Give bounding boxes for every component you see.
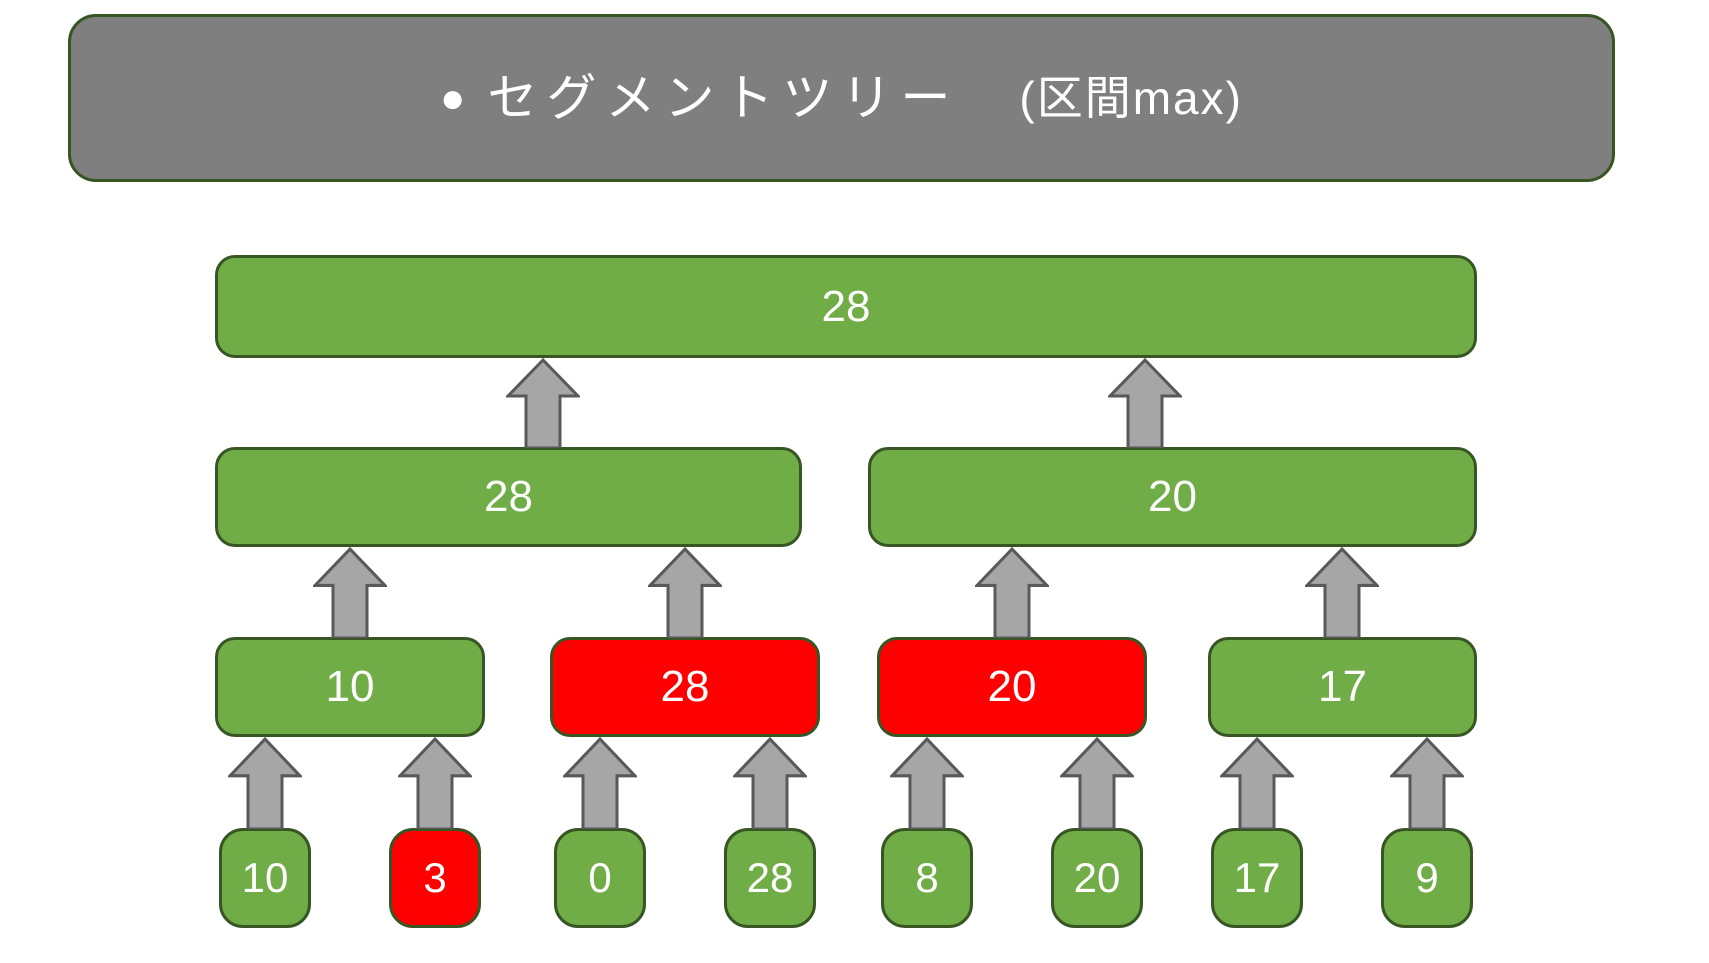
node-value: 0: [588, 854, 612, 901]
node-value: 28: [484, 472, 533, 521]
node-value: 8: [915, 854, 939, 901]
up-arrow-icon: [1108, 358, 1182, 448]
node-value: 9: [1415, 854, 1439, 901]
node-value: 28: [660, 662, 710, 711]
node-value: 17: [1318, 662, 1367, 711]
up-arrow-icon: [506, 358, 580, 448]
up-arrow-icon: [563, 737, 637, 829]
internal-node: 17: [1208, 637, 1477, 737]
page-title: セグメントツリー: [487, 70, 960, 126]
node-value: 10: [325, 662, 375, 711]
up-arrow-icon: [1060, 737, 1134, 829]
up-arrow-icon: [228, 737, 302, 829]
leaf-node-highlighted: 3: [389, 828, 481, 928]
leaf-node: 9: [1381, 828, 1473, 928]
root-node: 28: [215, 255, 1477, 358]
up-arrow-icon: [1390, 737, 1464, 829]
node-value: 20: [987, 662, 1037, 711]
leaf-node: 0: [554, 828, 646, 928]
leaf-node: 20: [1051, 828, 1143, 928]
up-arrow-icon: [890, 737, 964, 829]
up-arrow-icon: [648, 547, 722, 638]
internal-node: 20: [868, 447, 1477, 547]
up-arrow-icon: [1305, 547, 1379, 638]
internal-node: 28: [215, 447, 802, 547]
node-value: 28: [746, 854, 794, 901]
title-group: ● セグメントツリー: [440, 73, 959, 123]
leaf-node: 28: [724, 828, 816, 928]
node-value: 28: [821, 281, 871, 331]
node-value: 10: [241, 854, 289, 901]
bullet-icon: ●: [440, 74, 466, 121]
node-value: 20: [1148, 472, 1197, 521]
node-value: 20: [1073, 854, 1121, 901]
up-arrow-icon: [398, 737, 472, 829]
node-value: 3: [423, 854, 447, 901]
up-arrow-icon: [1220, 737, 1294, 829]
leaf-node: 10: [219, 828, 311, 928]
page-subtitle: (区間max): [1019, 72, 1243, 124]
internal-node-highlighted: 20: [877, 637, 1147, 737]
internal-node-highlighted: 28: [550, 637, 820, 737]
leaf-node: 8: [881, 828, 973, 928]
internal-node: 10: [215, 637, 485, 737]
leaf-node: 17: [1211, 828, 1303, 928]
up-arrow-icon: [733, 737, 807, 829]
title-banner: ● セグメントツリー (区間max): [68, 14, 1615, 182]
up-arrow-icon: [975, 547, 1049, 638]
node-value: 17: [1233, 854, 1281, 901]
up-arrow-icon: [313, 547, 387, 638]
